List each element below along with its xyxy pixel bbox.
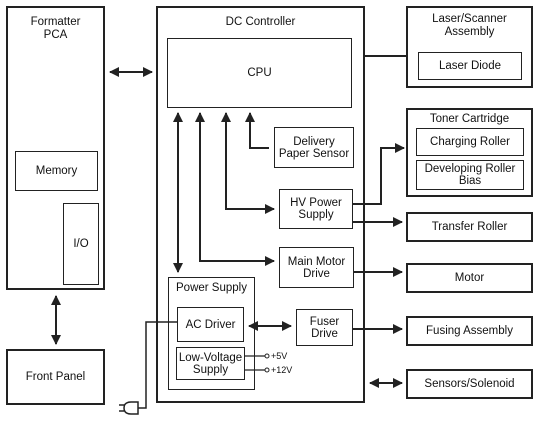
main-motor-line1: Main Motor [287, 255, 346, 268]
fusing-assembly-block: Fusing Assembly [406, 316, 533, 346]
formatter-pca-block: Formatter PCA Memory I/O [6, 6, 105, 290]
ac-line-wire [138, 321, 177, 409]
front-panel-block: Front Panel [6, 349, 105, 405]
hv-power-supply-block: HV Power Supply [279, 189, 353, 229]
motor-block: Motor [406, 263, 533, 293]
front-panel-label: Front Panel [25, 371, 86, 383]
cpu-mainmotor-arrow [195, 112, 275, 266]
developing-line2: Bias [458, 175, 482, 187]
plus5v-label: +5V [271, 351, 288, 361]
plus12v-label: +12V [271, 365, 293, 375]
dc-controller-title: DC Controller [225, 16, 296, 28]
delivery-sensor-line2: Paper Sensor [278, 147, 350, 160]
lv-line1: Low-Voltage [178, 351, 243, 364]
laser-diode-label: Laser Diode [438, 60, 501, 72]
cpu-block: CPU [167, 38, 352, 108]
charging-roller-block: Charging Roller [416, 128, 524, 156]
laser-scanner-title-line2: Assembly [444, 26, 495, 38]
fusing-assembly-label: Fusing Assembly [426, 325, 513, 337]
memory-label: Memory [35, 165, 78, 177]
cpu-delivery-arrow [245, 112, 269, 149]
memory-block: Memory [15, 151, 98, 191]
main-motor-line2: Drive [303, 267, 330, 280]
hv-line2: Supply [298, 209, 334, 221]
fuser-drive-block: Fuser Drive [296, 309, 353, 346]
transfer-roller-block: Transfer Roller [406, 212, 533, 242]
motor-label: Motor [454, 272, 485, 284]
laser-scanner-block: Laser/Scanner Assembly Laser Diode [406, 6, 533, 88]
lv-line2: Supply [192, 363, 229, 376]
transfer-roller-label: Transfer Roller [431, 221, 508, 233]
laser-diode-block: Laser Diode [418, 52, 522, 80]
io-block: I/O [63, 203, 99, 285]
ac-driver-label: AC Driver [185, 318, 236, 331]
fuser-drive-line1: Fuser [309, 315, 340, 328]
developing-line1: Developing Roller [424, 163, 516, 175]
hv-line1: HV Power [290, 197, 342, 209]
hv-toner-arrow [353, 143, 405, 205]
plus5v-terminal [264, 353, 270, 359]
low-voltage-supply-block: Low-Voltage Supply [176, 347, 245, 380]
sensors-solenoid-block: Sensors/Solenoid [406, 369, 533, 399]
formatter-title-line1: Formatter [30, 16, 81, 28]
delivery-sensor-line1: Delivery [293, 135, 335, 148]
cpu-hv-arrow [221, 112, 275, 214]
charging-roller-label: Charging Roller [430, 136, 510, 148]
fuser-drive-line2: Drive [311, 327, 338, 340]
sensors-solenoid-label: Sensors/Solenoid [424, 378, 515, 390]
ac-driver-block: AC Driver [177, 307, 244, 342]
formatter-title: Formatter PCA [8, 16, 103, 42]
main-motor-drive-block: Main Motor Drive [279, 247, 354, 288]
delivery-paper-sensor-block: Delivery Paper Sensor [274, 127, 354, 168]
cpu-label: CPU [247, 67, 272, 79]
io-label: I/O [73, 238, 89, 250]
power-supply-title: Power Supply [176, 282, 247, 294]
ac-plug-icon [119, 401, 139, 415]
laser-scanner-title-line1: Laser/Scanner [432, 13, 507, 25]
laser-scanner-title: Laser/Scanner Assembly [408, 13, 531, 39]
developing-roller-bias-block: Developing Roller Bias [416, 160, 524, 190]
toner-cartridge-title: Toner Cartridge [429, 113, 510, 125]
toner-cartridge-block: Toner Cartridge Charging Roller Developi… [406, 108, 533, 197]
formatter-title-line2: PCA [43, 29, 68, 41]
plus12v-terminal [264, 367, 270, 373]
